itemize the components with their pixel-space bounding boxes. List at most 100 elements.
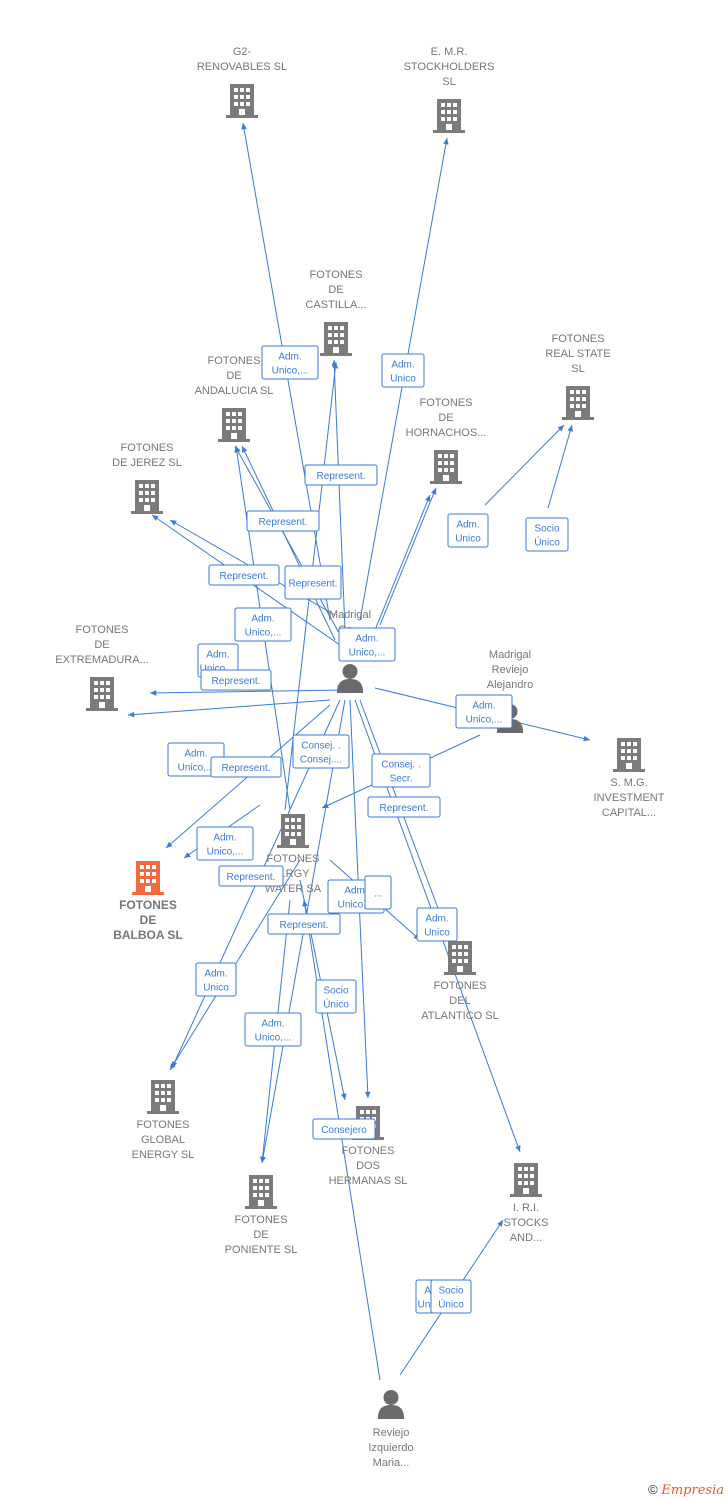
building-icon[interactable]	[86, 677, 118, 711]
edge-label-box[interactable]	[381, 353, 425, 388]
edge-label-25[interactable]: Adm.Unico	[416, 907, 458, 942]
edge-label-box[interactable]	[304, 464, 378, 486]
edge-label-text: Socio	[438, 1286, 463, 1297]
edge-label-box[interactable]	[218, 865, 284, 887]
edge-label-box[interactable]	[195, 962, 237, 997]
node-g2[interactable]: G2-RENOVABLES SL	[197, 46, 287, 118]
node-castilla[interactable]: FOTONESDECASTILLA...	[305, 269, 367, 356]
edge-label-13[interactable]: Adm.Unico,...	[455, 694, 513, 729]
node-reviejo[interactable]: ReviejoIzquierdoMaria...	[368, 1389, 414, 1469]
edge-label-24[interactable]: Adm.Unico	[195, 962, 237, 997]
edge-label-10[interactable]: Adm.Unico,...	[167, 742, 225, 777]
edge-label-text: Adm.	[472, 701, 495, 712]
edge-label-box[interactable]	[196, 826, 254, 861]
edge-label-14[interactable]: Adm.Unico,...	[196, 826, 254, 861]
building-icon[interactable]	[226, 84, 258, 118]
edge-label-box[interactable]	[284, 565, 342, 600]
edge-label-box[interactable]	[367, 796, 441, 818]
edge-label-box[interactable]	[416, 907, 458, 942]
edge-label-box[interactable]	[338, 627, 396, 662]
edge-label-23[interactable]: Represent.	[267, 913, 341, 935]
edge-label-text: Adm.	[213, 833, 236, 844]
node-label-line: DE	[253, 1229, 268, 1241]
edge-label-12[interactable]: Represent.	[200, 669, 272, 691]
edge-label-box[interactable]	[430, 1279, 472, 1314]
edge-label-1[interactable]: Adm.Unico	[381, 353, 425, 388]
person-icon[interactable]	[377, 1389, 405, 1419]
node-label-line: Maria...	[373, 1457, 410, 1469]
edge-label-box[interactable]	[315, 979, 357, 1014]
edge-label-28[interactable]: Consejero	[312, 1118, 376, 1140]
edge-label-text: Unico,...	[272, 366, 309, 377]
edge-label-box[interactable]	[200, 669, 272, 691]
edge-label-box[interactable]	[447, 513, 489, 548]
edge-label-box[interactable]	[364, 875, 392, 910]
building-icon[interactable]	[433, 99, 465, 133]
edge-label-0[interactable]: Adm.Unico,...	[261, 345, 319, 380]
edge-label-17[interactable]: Consej. .Secr.	[371, 753, 431, 788]
building-icon[interactable]	[613, 738, 645, 772]
edge-label-21[interactable]: Adm.Unico,...	[244, 1012, 302, 1047]
building-icon[interactable]	[277, 814, 309, 848]
edge-label-11[interactable]: Adm.Unico,...	[338, 627, 396, 662]
building-icon[interactable]	[430, 450, 462, 484]
node-label-line: I. R.I.	[513, 1202, 539, 1214]
building-icon[interactable]	[562, 386, 594, 420]
edge-label-20[interactable]: Represent.	[218, 865, 284, 887]
edge-label-22[interactable]: ...	[364, 875, 392, 910]
edge-label-box[interactable]	[455, 694, 513, 729]
node-label-line: SL	[442, 76, 455, 88]
edge-label-box[interactable]	[246, 510, 320, 532]
edge-label-box[interactable]	[371, 753, 431, 788]
building-icon[interactable]	[510, 1163, 542, 1197]
edge-label-box[interactable]	[292, 734, 350, 769]
edge-label-text: Socio	[534, 524, 559, 535]
edge-label-18[interactable]: Represent.	[367, 796, 441, 818]
building-icon[interactable]	[131, 480, 163, 514]
edge-label-15[interactable]: Represent.	[210, 756, 282, 778]
edge-label-8[interactable]: Adm.Unico,...	[234, 607, 292, 642]
edge-label-box[interactable]	[267, 913, 341, 935]
edge-label-4[interactable]: Represent.	[208, 564, 280, 586]
node-label-line: RENOVABLES SL	[197, 61, 287, 73]
node-iri[interactable]: I. R.I.STOCKSAND...	[503, 1163, 549, 1244]
building-icon[interactable]	[320, 322, 352, 356]
edge-label-16[interactable]: Consej. .Consej....	[292, 734, 350, 769]
edge-label-box[interactable]	[208, 564, 280, 586]
building-icon[interactable]	[444, 941, 476, 975]
edge-label-box[interactable]	[210, 756, 282, 778]
node-hornachos[interactable]: FOTONESDEHORNACHOS...	[406, 397, 487, 484]
edge-label-box[interactable]	[312, 1118, 376, 1140]
edge-label-3[interactable]: Represent.	[246, 510, 320, 532]
building-icon[interactable]	[218, 408, 250, 442]
node-extremadura[interactable]: FOTONESDEEXTREMADURA...	[55, 624, 149, 711]
node-smg[interactable]: S. M.G.INVESTMENTCAPITAL...	[594, 738, 665, 819]
edge-label-7[interactable]: Represent.	[284, 565, 342, 600]
edge-label-text: Único	[323, 998, 349, 1011]
edge-label-box[interactable]	[244, 1012, 302, 1047]
edge-label-5[interactable]: Adm.Unico	[447, 513, 489, 548]
edge-label-box[interactable]	[234, 607, 292, 642]
building-icon[interactable]	[147, 1080, 179, 1114]
building-icon[interactable]	[132, 861, 164, 895]
edge-label-box[interactable]	[525, 517, 569, 552]
person-icon[interactable]	[336, 663, 364, 693]
edge-label-box[interactable]	[261, 345, 319, 380]
edge-label-2[interactable]: Represent.	[304, 464, 378, 486]
building-icon[interactable]	[245, 1175, 277, 1209]
